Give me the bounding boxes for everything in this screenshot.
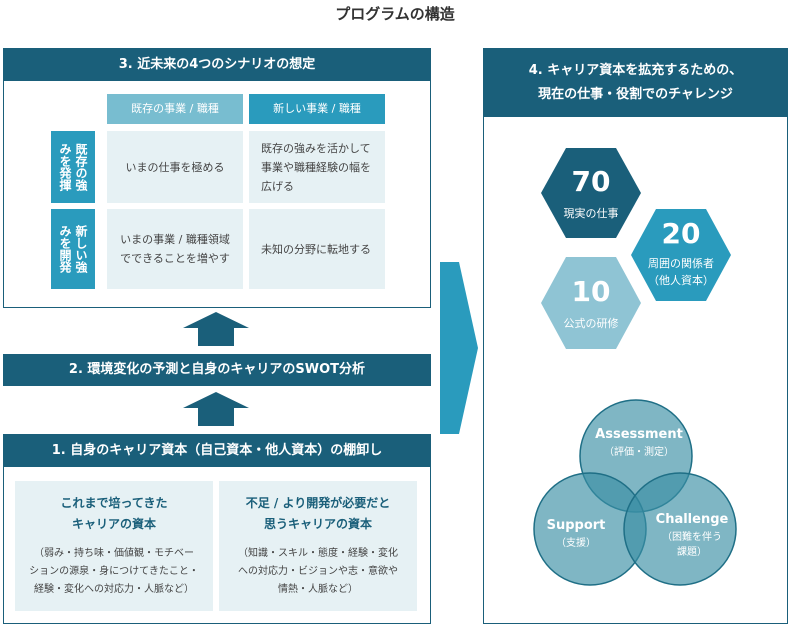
venn-challenge-label: Challenge bbox=[656, 512, 729, 527]
right-arrow-icon bbox=[440, 262, 478, 434]
cell-existing-existing: いまの仕事を極める bbox=[107, 131, 243, 203]
swot-header: 2. 環境変化の予測と自身のキャリアのSWOT分析 bbox=[3, 354, 431, 386]
venn-diagram: Assessment （評価・測定） Support （支援） Challeng… bbox=[533, 399, 737, 586]
venn-assessment-sub: （評価・測定） bbox=[604, 445, 674, 458]
challenge-graphic: 70 現実の仕事 20 周囲の関係者 （他人資本） 10 公式の研修 Asses… bbox=[533, 148, 737, 586]
page-title: プログラムの構造 bbox=[335, 5, 455, 23]
row-head-existing-a: 既存の強 bbox=[74, 143, 88, 191]
cell-11-text: いまの仕事を極める bbox=[125, 160, 225, 174]
cell-21-line2: でできることを増やす bbox=[120, 252, 230, 265]
hex-20-label-2: （他人資本） bbox=[648, 273, 714, 287]
hex-10-number: 10 bbox=[572, 275, 611, 308]
current-capital-title-1: これまで培ってきた bbox=[60, 496, 168, 510]
current-capital-title-2: キャリアの資本 bbox=[71, 517, 156, 531]
scenario-header: 3. 近未来の4つのシナリオの想定 bbox=[4, 49, 430, 81]
hex-20-label-1: 周囲の関係者 bbox=[648, 257, 714, 270]
challenge-header-line1: 4. キャリア資本を拡充するための、 bbox=[528, 63, 743, 78]
needed-capital-title-2: 思うキャリアの資本 bbox=[263, 517, 372, 531]
hex-70-number: 70 bbox=[572, 165, 611, 198]
needed-capital-body-2: への対応力・ビジョンや志・意欲や bbox=[238, 566, 398, 577]
venn-support-label: Support bbox=[547, 518, 606, 533]
venn-challenge-sub-1: （困難を伴う bbox=[662, 530, 722, 543]
needed-capital-title-1: 不足 / より開発が必要だと bbox=[245, 496, 391, 510]
cell-12-line1: 既存の強みを活かして bbox=[261, 141, 371, 155]
challenge-header-line2: 現在の仕事・役割でのチャレンジ bbox=[538, 87, 733, 102]
hex-20-number: 20 bbox=[662, 217, 701, 250]
up-arrow-icon bbox=[183, 392, 249, 426]
scenario-panel: 3. 近未来の4つのシナリオの想定 既存の事業 / 職種 新しい事業 / 職種 … bbox=[3, 48, 431, 308]
challenge-panel: 4. キャリア資本を拡充するための、 現在の仕事・役割でのチャレンジ 70 現実… bbox=[483, 48, 788, 624]
venn-challenge bbox=[623, 472, 737, 586]
col-head-new: 新しい事業 / 職種 bbox=[249, 94, 385, 124]
hexagon-10: 10 公式の研修 bbox=[541, 257, 641, 349]
needed-capital-body-1: （知識・スキル・態度・経験・変化 bbox=[238, 548, 398, 559]
cell-22-text: 未知の分野に転地する bbox=[261, 242, 371, 256]
needed-capital-body-3: 情熱・人脈など） bbox=[278, 584, 358, 595]
hex-70-label: 現実の仕事 bbox=[564, 206, 619, 220]
cell-new-new: 未知の分野に転地する bbox=[249, 209, 385, 289]
current-capital-body-2: ションの源泉・身につけてきたこと・ bbox=[29, 566, 199, 577]
cell-21-line1: いまの事業 / 職種領域 bbox=[120, 233, 230, 246]
row-head-new-b: みを開発 bbox=[58, 225, 72, 273]
hex-10-label: 公式の研修 bbox=[564, 316, 619, 330]
inventory-header: 1. 自身のキャリア資本（自己資本・他人資本）の棚卸し bbox=[4, 435, 430, 467]
current-capital-body-1: （弱み・持ち味・価値観・モチベー bbox=[34, 548, 194, 559]
venn-support-sub: （支援） bbox=[556, 536, 596, 549]
up-arrow-icon bbox=[183, 312, 249, 346]
needed-capital-card: 不足 / より開発が必要だと 思うキャリアの資本 （知識・スキル・態度・経験・変… bbox=[219, 481, 417, 611]
row-head-new: 新しい強 みを開発 bbox=[51, 209, 95, 289]
inventory-panel: 1. 自身のキャリア資本（自己資本・他人資本）の棚卸し これまで培ってきた キャ… bbox=[3, 434, 431, 624]
current-capital-card: これまで培ってきた キャリアの資本 （弱み・持ち味・価値観・モチベー ションの源… bbox=[15, 481, 213, 611]
challenge-header: 4. キャリア資本を拡充するための、 現在の仕事・役割でのチャレンジ bbox=[484, 49, 787, 117]
cell-new-existing: いまの事業 / 職種領域 でできることを増やす bbox=[107, 209, 243, 289]
current-capital-body-3: 経験・変化への対応力・人脈など） bbox=[34, 584, 194, 595]
col-head-existing: 既存の事業 / 職種 bbox=[107, 94, 243, 124]
row-head-new-a: 新しい強 bbox=[74, 225, 88, 273]
hexagon-20: 20 周囲の関係者 （他人資本） bbox=[631, 209, 731, 301]
venn-challenge-sub-2: 課題） bbox=[677, 545, 707, 558]
hexagon-70: 70 現実の仕事 bbox=[541, 148, 641, 238]
cell-existing-new: 既存の強みを活かして 事業や職種経験の幅を 広げる bbox=[249, 131, 385, 203]
row-head-existing: 既存の強 みを発揮 bbox=[51, 131, 95, 203]
cell-12-line3: 広げる bbox=[261, 179, 294, 193]
venn-assessment-label: Assessment bbox=[595, 427, 683, 442]
row-head-existing-b: みを発揮 bbox=[58, 143, 72, 191]
cell-12-line2: 事業や職種経験の幅を bbox=[261, 160, 371, 174]
